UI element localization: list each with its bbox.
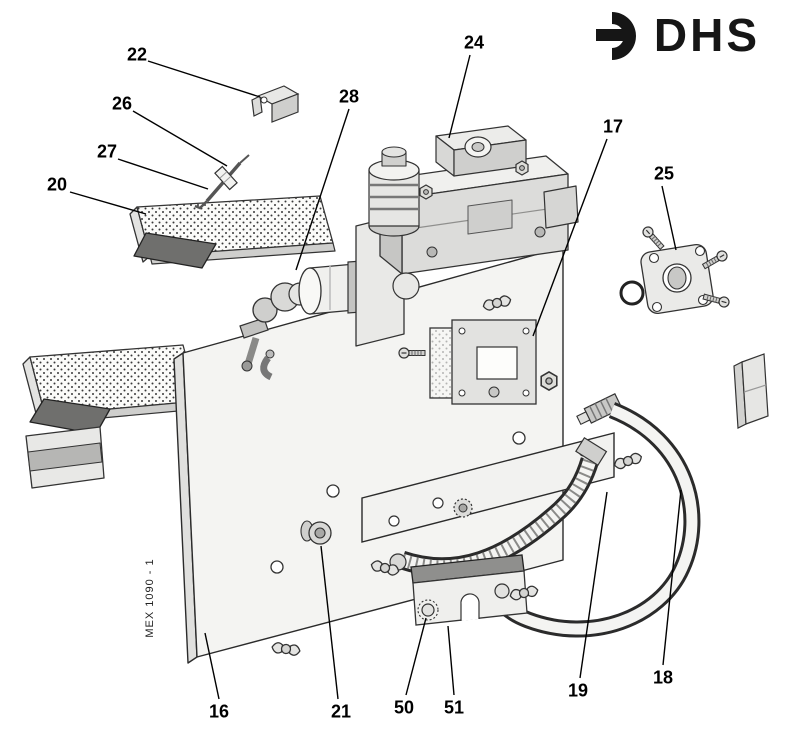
part-label-26: 26 [111, 93, 133, 114]
leader-50 [405, 617, 427, 696]
leader-25 [661, 185, 677, 251]
leader-18 [662, 489, 682, 666]
clamp-bracket [410, 554, 540, 626]
drawing-code: MEX 1090 - 1 [144, 558, 156, 637]
part-label-22: 22 [126, 44, 148, 65]
side-angle-bracket [733, 353, 769, 429]
part-label-17: 17 [602, 116, 624, 137]
ignition-electrode [194, 154, 250, 210]
outlet-flange [619, 224, 731, 314]
leader-16 [204, 632, 220, 700]
insulation-plate-set [398, 319, 558, 405]
leader-28 [295, 108, 350, 271]
leader-51 [447, 625, 455, 696]
leader-27 [117, 158, 209, 190]
leader-21 [320, 545, 339, 700]
plate-fasteners [270, 641, 302, 657]
brand-logo-icon [595, 12, 636, 60]
leader-20 [69, 191, 147, 215]
pipe-nozzle [576, 392, 623, 426]
burner-assembly-lower [22, 344, 201, 489]
brand-logo: DHS [595, 9, 760, 61]
retaining-clip [251, 85, 300, 123]
plate-bolt [300, 520, 332, 545]
part-label-20: 20 [46, 174, 68, 195]
leader-26 [132, 110, 228, 167]
part-label-19: 19 [567, 680, 589, 701]
mounting-bar [361, 432, 615, 543]
part-label-27: 27 [96, 141, 118, 162]
leader-24 [448, 54, 471, 139]
part-label-25: 25 [653, 163, 675, 184]
part-label-21: 21 [330, 701, 352, 722]
leader-22 [147, 60, 261, 98]
brand-logo-text: DHS [653, 9, 760, 61]
leader-19 [579, 491, 608, 679]
leader-lines [69, 54, 682, 700]
part-label-28: 28 [338, 86, 360, 107]
gas-valve-assembly [355, 125, 579, 347]
part-label-50: 50 [393, 697, 415, 718]
part-label-18: 18 [652, 667, 674, 688]
burner-assembly-upper [129, 195, 336, 269]
part-label-51: 51 [443, 697, 465, 718]
leader-17 [532, 138, 608, 337]
part-label-24: 24 [463, 32, 485, 53]
curved-supply-pipe [492, 392, 701, 638]
part-label-16: 16 [208, 701, 230, 722]
